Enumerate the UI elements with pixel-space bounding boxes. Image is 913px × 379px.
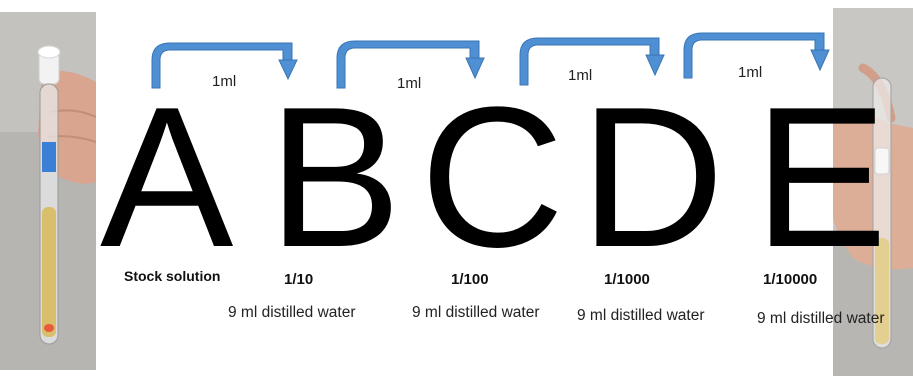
final-tube-image — [833, 8, 913, 376]
arrow-c-to-d — [519, 37, 665, 86]
tube-letter-c: C — [420, 66, 564, 289]
note-e: 9 ml distilled water — [757, 310, 885, 327]
tube-letter-e: E — [754, 66, 887, 289]
dilution-e: 1/10000 — [763, 271, 818, 288]
transfer-volume-c-d: 1ml — [568, 67, 593, 84]
note-c: 9 ml distilled water — [412, 304, 540, 321]
stock-solution-label: Stock solution — [124, 268, 221, 284]
stock-tube-photo — [0, 12, 96, 370]
note-b: 9 ml distilled water — [228, 304, 356, 321]
arrow-a-to-b — [151, 42, 298, 89]
final-tube-photo — [833, 8, 913, 376]
arrow-d-to-e — [683, 32, 830, 79]
tube-letter-d: D — [580, 66, 724, 289]
arrow-b-to-c — [336, 40, 485, 89]
transfer-volume-a-b: 1ml — [212, 73, 237, 90]
stock-tube-image — [0, 12, 96, 370]
dilution-c: 1/100 — [451, 271, 489, 288]
note-d: 9 ml distilled water — [577, 307, 705, 324]
tube-letter-b: B — [268, 66, 401, 289]
dilution-d: 1/1000 — [604, 271, 650, 288]
dilution-b: 1/10 — [284, 271, 314, 288]
tube-letter-a: A — [100, 66, 233, 289]
transfer-volume-b-c: 1ml — [397, 75, 422, 92]
transfer-volume-d-e: 1ml — [738, 64, 763, 81]
